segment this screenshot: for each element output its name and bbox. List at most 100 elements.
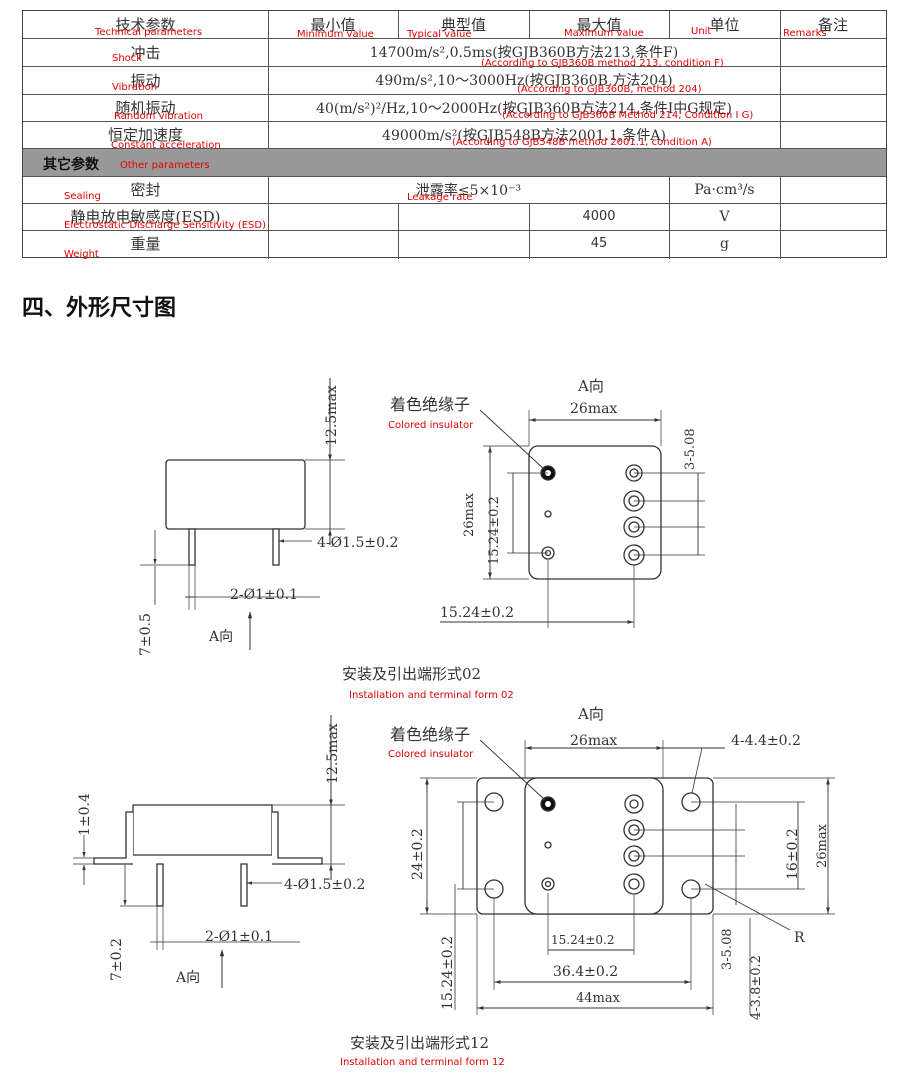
row-accel-value: 49000m/s²(按GJB548B方法2001.1,条件A) bbox=[382, 127, 666, 144]
row-shock-en: Shock bbox=[112, 53, 143, 64]
header-param: 技术参数 bbox=[115, 16, 176, 34]
row-vibration-value-en: (According to GJB360B, method 204) bbox=[517, 84, 702, 95]
fig12-insulator-label: 着色绝缘子 bbox=[390, 725, 470, 744]
fig12-flange-dim: 1±0.4 bbox=[77, 793, 93, 836]
fig02-side-view bbox=[140, 378, 345, 650]
header-min-en: Minimum value bbox=[297, 29, 374, 40]
fig12-pitch-h: 15.24±0.2 bbox=[551, 933, 615, 947]
fig02-height-dim: 12.5max bbox=[324, 385, 340, 446]
header-typ-en: Typical value bbox=[407, 29, 472, 40]
fig12-hole-pitch: 36.4±0.2 bbox=[553, 964, 618, 980]
fig12-top-view bbox=[420, 739, 835, 1015]
fig12-height-dim: 12.5max bbox=[325, 723, 341, 784]
fig12-edge2: 4-3.8±0.2 bbox=[749, 955, 764, 1020]
fig02-view-a: A向 bbox=[208, 629, 233, 645]
fig12-flange-left bbox=[93, 811, 133, 865]
fig02-pitch-h: 15.24±0.2 bbox=[440, 605, 514, 621]
header-remarks-en: Remarks bbox=[783, 28, 827, 39]
fig02-caption: 安装及引出端形式02 bbox=[342, 665, 481, 683]
header-remarks: 备注 bbox=[817, 16, 848, 34]
fig12-pitch-v-low: 15.24±0.2 bbox=[440, 936, 456, 1010]
fig12-insulator-leader bbox=[479, 739, 546, 801]
fig12-view-a: A向 bbox=[175, 970, 200, 986]
row-vibration-label: 振动 bbox=[130, 71, 161, 90]
fig12-insulator-en: Colored insulator bbox=[388, 749, 474, 760]
row-random-en: Random vibration bbox=[114, 111, 204, 122]
fig02-pin-right bbox=[272, 528, 280, 566]
fig12-left-v: 24±0.2 bbox=[410, 828, 426, 880]
row-sealing-value: 泄露率≤5×10⁻³ bbox=[415, 182, 522, 199]
row-weight-unit: g bbox=[720, 235, 729, 252]
fig12-relay-body bbox=[132, 804, 273, 856]
fig12-pin-small: 2-Ø1±0.1 bbox=[205, 929, 273, 945]
row-shock-value: 14700m/s²,0.5ms(按GJB360B方法213,条件F) bbox=[369, 45, 679, 61]
row-random-value-en: (According to GJB360B Method 214, Condit… bbox=[502, 110, 754, 121]
row-esd-max: 4000 bbox=[582, 209, 616, 224]
header-max: 最大值 bbox=[576, 16, 622, 34]
fig02-caption-en: Installation and terminal form 02 bbox=[349, 690, 514, 701]
fig02-top-view bbox=[440, 409, 705, 628]
row-vibration-en: Vibration bbox=[112, 82, 158, 93]
row-sealing-en: Sealing bbox=[64, 191, 101, 202]
fig02-top-label: A向 bbox=[577, 377, 604, 395]
header-min: 最小值 bbox=[310, 16, 356, 34]
fig12-caption: 安装及引出端形式12 bbox=[350, 1034, 489, 1052]
row-accel-en: Constant acceleration bbox=[111, 140, 221, 151]
header-max-en: Maximum value bbox=[564, 28, 644, 39]
fig12-right-v: 16±0.2 bbox=[785, 828, 801, 880]
fig02-relay-body bbox=[165, 459, 306, 530]
fig12-caption-en: Installation and terminal form 12 bbox=[340, 1057, 505, 1068]
fig12-pin-left bbox=[156, 863, 164, 907]
row-vibration-value: 490m/s²,10～3000Hz(按GJB360B,方法204) bbox=[375, 73, 673, 89]
fig12-flange-right bbox=[272, 811, 323, 865]
header-unit-en: Unit bbox=[691, 26, 712, 37]
row-weight-en: Weight bbox=[64, 249, 99, 260]
fig12-base-outline bbox=[524, 777, 664, 915]
fig02-edge: 3-5.08 bbox=[683, 428, 698, 470]
fig02-lead-length: 7±0.5 bbox=[138, 613, 154, 656]
header-unit: 单位 bbox=[709, 16, 740, 34]
fig12-holes-dim: 4-4.4±0.2 bbox=[731, 733, 801, 749]
spec-table: 技术参数 最小值 典型值 最大值 单位 备注 冲击 14700m/s²,0.5m… bbox=[22, 10, 887, 259]
row-random-label: 随机振动 bbox=[115, 99, 176, 117]
row-shock-value-en: (According to GJB360B method 213, condit… bbox=[481, 58, 724, 69]
row-shock-label: 冲击 bbox=[130, 43, 161, 62]
row-esd-unit: V bbox=[719, 208, 730, 225]
fig12-radius-leader bbox=[704, 883, 791, 931]
row-sealing-value-en: Leakage rate bbox=[407, 192, 473, 203]
fig12-pin-big: 4-Ø1.5±0.2 bbox=[284, 877, 365, 893]
fig02-pitch-v: 15.24±0.2 bbox=[487, 496, 502, 565]
header-param-en: Technical parameters bbox=[95, 27, 203, 38]
fig12-width-dim: 26max bbox=[570, 733, 617, 749]
fig02-insulator-en: Colored insulator bbox=[388, 420, 474, 431]
fig02-height-dim2: 26max bbox=[462, 492, 477, 537]
header-typ: 典型值 bbox=[440, 16, 486, 34]
fig12-edge: 3-5.08 bbox=[720, 928, 735, 970]
fig12-side-view bbox=[73, 715, 345, 988]
row-esd-label: 静电放电敏感度(ESD) bbox=[70, 208, 221, 226]
fig02-base-outline bbox=[528, 445, 662, 580]
other-params-en: Other parameters bbox=[120, 160, 210, 171]
row-esd-en: Electrostatic Discharge Sensitivity (ESD… bbox=[64, 220, 266, 231]
fig12-lead-length: 7±0.2 bbox=[109, 938, 125, 981]
fig02-pin-small: 2-Ø1±0.1 bbox=[230, 587, 298, 603]
fig02-pin-left bbox=[188, 528, 196, 566]
fig12-height-dim2: 26max bbox=[815, 823, 830, 868]
row-accel-label: 恒定加速度 bbox=[107, 126, 183, 144]
other-params-band bbox=[23, 148, 886, 176]
section-heading: 四、外形尺寸图 bbox=[22, 296, 177, 321]
row-accel-value-en: (According to GJB548B method 2001.1, con… bbox=[452, 137, 712, 148]
row-random-value: 40(m/s²)²/Hz,10～2000Hz(按GJB360B方法214,条件I… bbox=[316, 100, 732, 117]
fig12-radius: R bbox=[794, 930, 805, 946]
row-weight-max: 45 bbox=[590, 236, 608, 251]
row-weight-label: 重量 bbox=[130, 235, 161, 253]
row-sealing-label: 密封 bbox=[130, 181, 161, 199]
fig12-overall: 44max bbox=[576, 991, 621, 1006]
fig02-pin-big: 4-Ø1.5±0.2 bbox=[317, 535, 398, 551]
fig12-top-label: A向 bbox=[577, 705, 604, 723]
row-sealing-unit: Pa·cm³/s bbox=[694, 181, 755, 198]
fig02-insulator-leader bbox=[479, 409, 546, 471]
other-params-title: 其它参数 bbox=[43, 157, 99, 173]
fig02-width-dim: 26max bbox=[570, 401, 617, 417]
